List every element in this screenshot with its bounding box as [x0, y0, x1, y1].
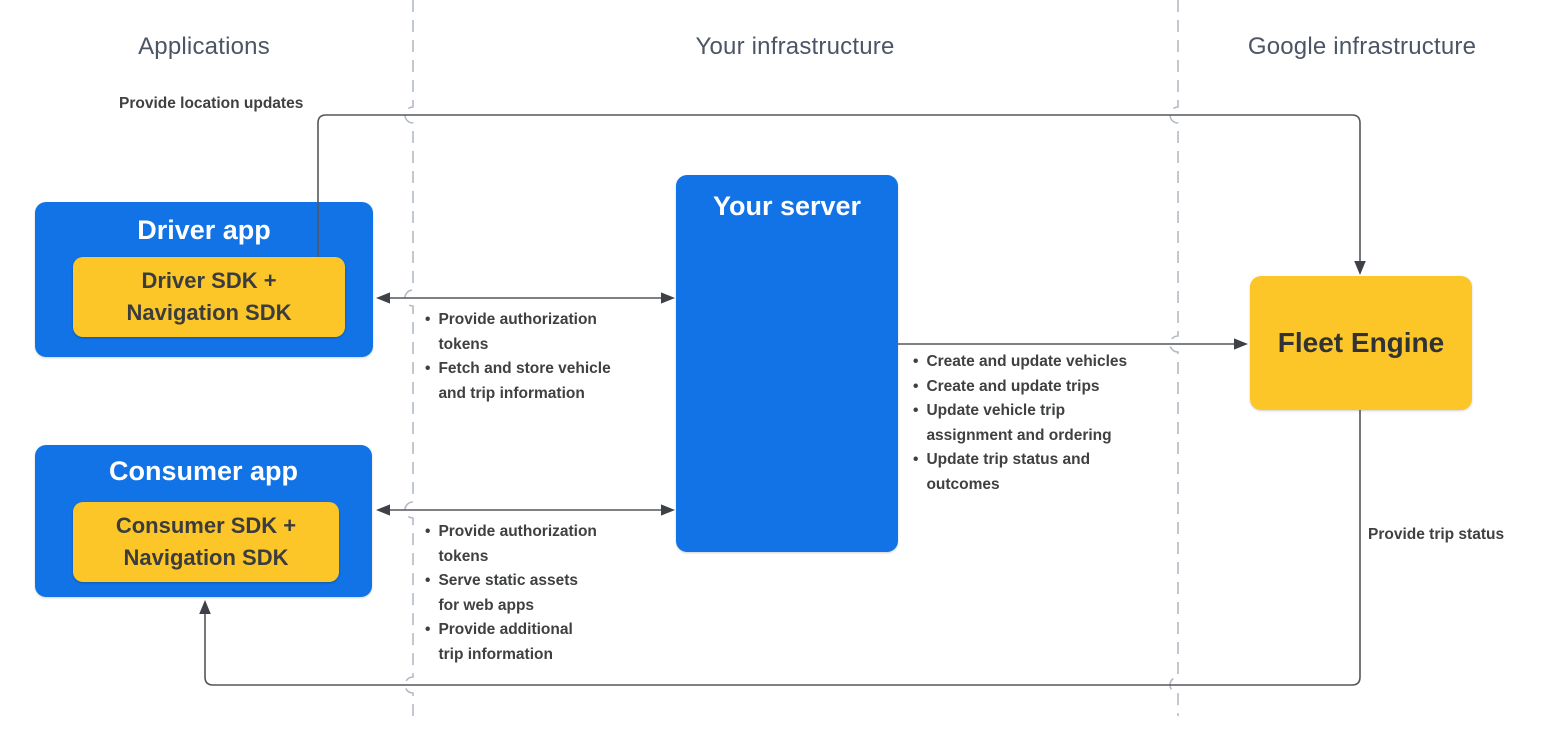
- bullet-item: • Provide authorization tokens: [425, 520, 660, 569]
- driver-app-node: Driver app Driver SDK + Navigation SDK: [35, 202, 373, 357]
- column-header-your-infrastructure: Your infrastructure: [695, 33, 895, 60]
- bullet-item: • Provide additional trip information: [425, 618, 660, 667]
- bullet-icon: •: [913, 402, 919, 419]
- consumer-sdk-node: Consumer SDK + Navigation SDK: [73, 502, 339, 582]
- arrowhead-right-your-server: [661, 292, 675, 304]
- arrowhead-left-consumer-app: [376, 504, 390, 516]
- arrowhead-left-driver-app: [376, 292, 390, 304]
- edge-notes-consumer-server: • Provide authorization tokens • Serve s…: [425, 520, 660, 667]
- bullet-icon: •: [913, 451, 919, 468]
- bullet-item: • Create and update trips: [913, 375, 1175, 400]
- bullet-item: • Update vehicle trip assignment and ord…: [913, 399, 1175, 448]
- arrowhead-right-your-server-2: [661, 504, 675, 516]
- edge-label-provide-location-updates: Provide location updates: [119, 95, 304, 112]
- divider-your-infrastructure: [404, 0, 414, 716]
- bullet-icon: •: [425, 311, 431, 328]
- driver-sdk-node: Driver SDK + Navigation SDK: [73, 257, 345, 337]
- driver-sdk-label: Driver SDK + Navigation SDK: [126, 268, 292, 325]
- column-header-applications: Applications: [138, 33, 270, 60]
- your-server-node: Your server: [676, 175, 898, 552]
- consumer-app-title: Consumer app: [108, 456, 299, 486]
- bullet-icon: •: [425, 572, 431, 589]
- arrowhead-down-fleet-engine: [1354, 261, 1366, 275]
- your-server-title: Your server: [712, 191, 862, 221]
- bullet-item: • Update trip status and outcomes: [913, 448, 1175, 497]
- column-header-google-infrastructure: Google infrastructure: [1247, 33, 1477, 60]
- edge-notes-driver-server: • Provide authorization tokens • Fetch a…: [425, 308, 660, 406]
- bullet-icon: •: [425, 360, 431, 377]
- bullet-icon: •: [913, 377, 919, 395]
- bullet-icon: •: [425, 523, 431, 540]
- bullet-icon: •: [913, 353, 919, 370]
- bullet-icon: •: [425, 621, 431, 638]
- bullet-item: • Provide authorization tokens: [425, 308, 660, 357]
- arrowhead-up-consumer-app: [199, 600, 211, 614]
- bullet-item: • Serve static assets for web apps: [425, 569, 660, 618]
- driver-app-title: Driver app: [137, 215, 271, 245]
- bullet-item: • Create and update vehicles: [913, 350, 1175, 375]
- arrowhead-right-fleet-engine: [1234, 338, 1248, 350]
- bullet-item: • Fetch and store vehicle and trip infor…: [425, 357, 660, 406]
- edge-notes-server-fleet: • Create and update vehicles • Create an…: [913, 350, 1175, 497]
- fleet-engine-node: Fleet Engine: [1250, 276, 1472, 410]
- edge-label-provide-trip-status: Provide trip status: [1368, 526, 1505, 543]
- fleet-engine-title: Fleet Engine: [1277, 327, 1445, 358]
- consumer-sdk-label: Consumer SDK + Navigation SDK: [115, 513, 297, 570]
- consumer-app-node: Consumer app Consumer SDK + Navigation S…: [35, 445, 372, 597]
